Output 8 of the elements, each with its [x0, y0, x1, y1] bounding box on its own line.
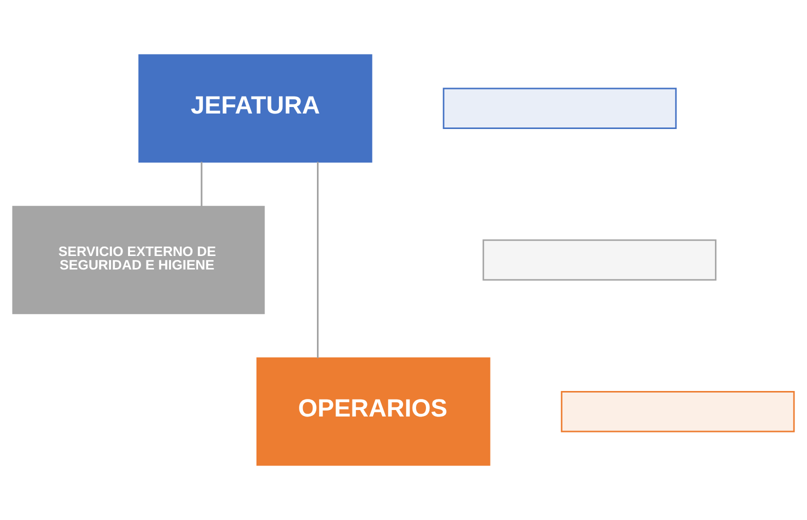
node-box: OPERARIOS — [256, 357, 490, 466]
connector — [316, 162, 319, 358]
node-box — [442, 88, 677, 130]
node-box: JEFATURA — [138, 54, 372, 163]
node-box — [560, 390, 795, 432]
node-box — [482, 239, 716, 281]
connector — [200, 162, 202, 207]
node-box: SERVICIO EXTERNO DE SEGURIDAD E HIGIENE — [12, 206, 265, 314]
